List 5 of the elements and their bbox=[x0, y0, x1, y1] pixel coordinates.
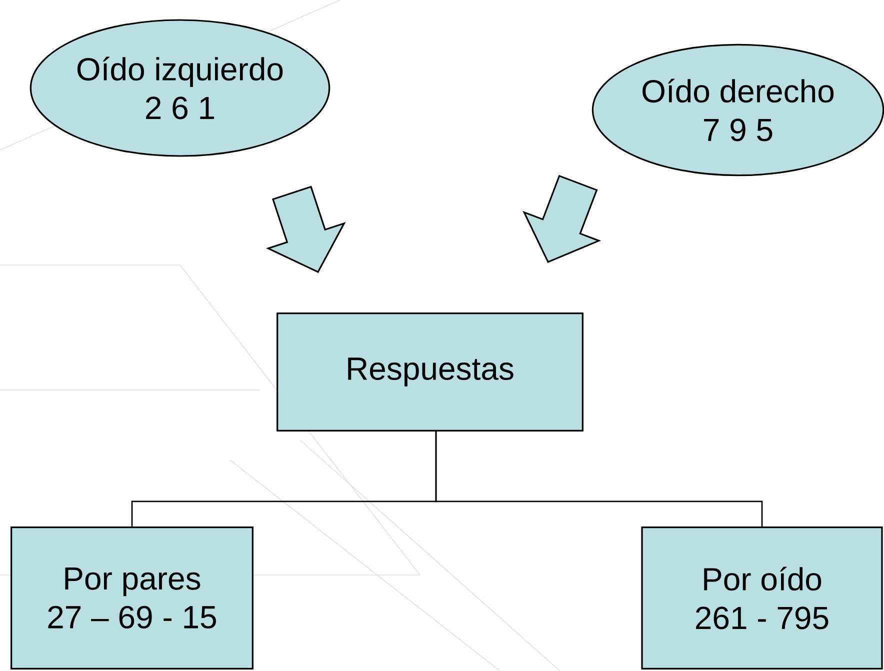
response-box: Por pares 27 – 69 - 15 bbox=[10, 526, 254, 670]
block-arrow bbox=[266, 186, 346, 274]
response-box: Por oído 261 - 795 bbox=[641, 526, 883, 670]
tree-connector bbox=[435, 431, 763, 527]
response-box: Respuestas bbox=[276, 312, 584, 432]
